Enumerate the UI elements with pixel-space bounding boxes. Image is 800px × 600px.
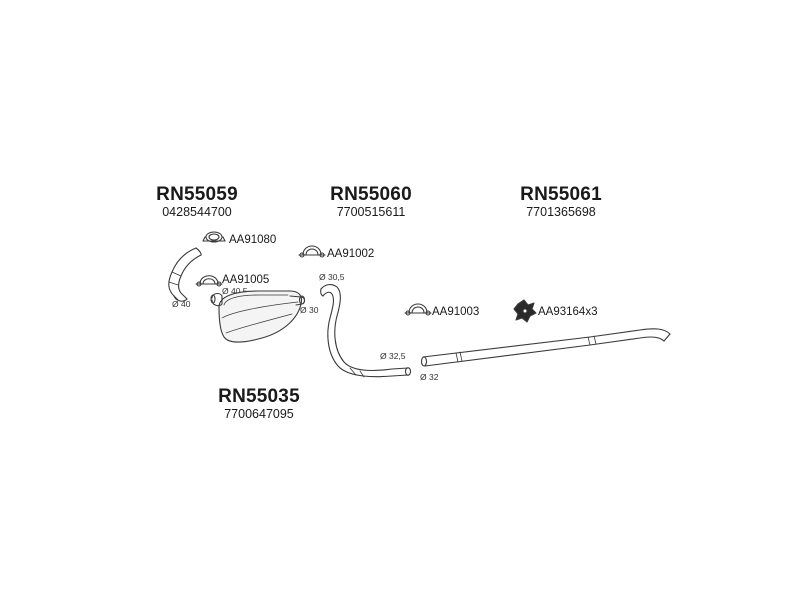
group-rn55060: RN55060 7700515611 — [325, 184, 417, 219]
clamp-icon — [202, 231, 226, 243]
group-rn55059: RN55059 0428544700 — [152, 184, 242, 219]
diameter-label: Ø 30,5 — [319, 272, 345, 282]
oe-number: 0428544700 — [162, 205, 232, 219]
rubber-mount-icon — [513, 299, 537, 323]
muffler-icon — [210, 290, 306, 343]
oe-number: 7701365698 — [526, 205, 596, 219]
part-label-aa91005: AA91005 — [222, 274, 270, 286]
clamp-icon — [195, 275, 223, 287]
diameter-label: Ø 32,5 — [380, 351, 406, 361]
oe-number: 7700647095 — [224, 407, 294, 421]
part-label-aa93164x3: AA93164x3 — [538, 306, 598, 318]
part-label-aa91002: AA91002 — [327, 248, 375, 260]
diameter-label: Ø 30 — [300, 305, 319, 315]
part-code: RN55060 — [330, 184, 412, 205]
clamp-icon — [298, 245, 326, 258]
diameter-label: Ø 40,5 — [222, 286, 248, 296]
diameter-label: Ø 40 — [172, 299, 191, 309]
part-label-aa91080: AA91080 — [229, 234, 277, 246]
clamp-icon — [404, 303, 432, 316]
tail-pipe-icon — [420, 328, 671, 367]
oe-number: 7700515611 — [336, 205, 406, 219]
part-code: RN55059 — [156, 184, 238, 205]
diameter-label: Ø 32 — [420, 372, 439, 382]
group-rn55061: RN55061 7701365698 — [515, 184, 607, 219]
part-label-aa91003: AA91003 — [432, 306, 480, 318]
part-code: RN55035 — [218, 386, 300, 407]
part-code: RN55061 — [520, 184, 602, 205]
front-pipe-icon — [168, 247, 202, 302]
intermediate-pipe-icon — [320, 284, 412, 378]
group-rn55035: RN55035 7700647095 — [213, 386, 305, 421]
